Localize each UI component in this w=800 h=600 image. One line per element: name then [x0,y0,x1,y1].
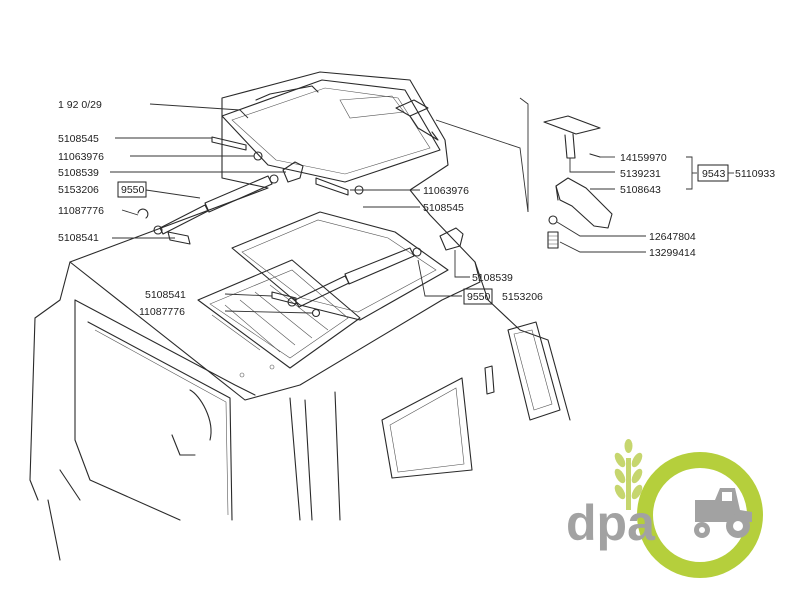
label-5108541-b: 5108541 [145,289,186,301]
label-11087776-a: 11087776 [58,205,104,217]
label-9550-a: 9550 [121,184,145,196]
logo-text: dpa [566,495,656,551]
label-11063976-b: 11063976 [423,185,469,197]
box-9550-b [463,288,493,305]
label-11063976-a: 11063976 [58,151,104,163]
label-13299414: 13299414 [649,247,696,259]
label-14159970: 14159970 [620,152,667,164]
label-11087776-b: 11087776 [139,306,185,318]
label-5108545-a: 5108545 [58,133,99,145]
label-5108545-b: 5108545 [423,202,464,214]
dpa-logo: dpa [566,439,763,578]
leader-lines [110,97,734,314]
cab-drawing [29,71,571,561]
label-5139231: 5139231 [620,168,661,180]
box-9550-a [117,181,147,198]
label-5153206-a: 5153206 [58,184,99,196]
label-5110933: 5110933 [735,168,775,180]
logo-green-ring [637,452,763,578]
box-9543 [697,164,729,182]
label-5153206-b: 5153206 [502,291,543,303]
label-5108643: 5108643 [620,184,661,196]
hinge-drawing [395,99,613,249]
label-12647804: 12647804 [649,231,696,243]
label-5108541-a: 5108541 [58,232,99,244]
label-9550-b: 9550 [467,291,491,303]
label-9543: 9543 [702,168,726,180]
strut-upper [153,174,279,235]
callout-labels: 1 92 0/29 5108545 11063976 5108539 51532… [58,99,775,318]
strut-lower [287,247,422,308]
tractor-icon [694,488,752,538]
wheat-icon [614,439,643,510]
label-header-ref: 1 92 0/29 [58,99,102,111]
label-5108539-a: 5108539 [58,167,99,179]
label-5108539-b: 5108539 [472,272,513,284]
